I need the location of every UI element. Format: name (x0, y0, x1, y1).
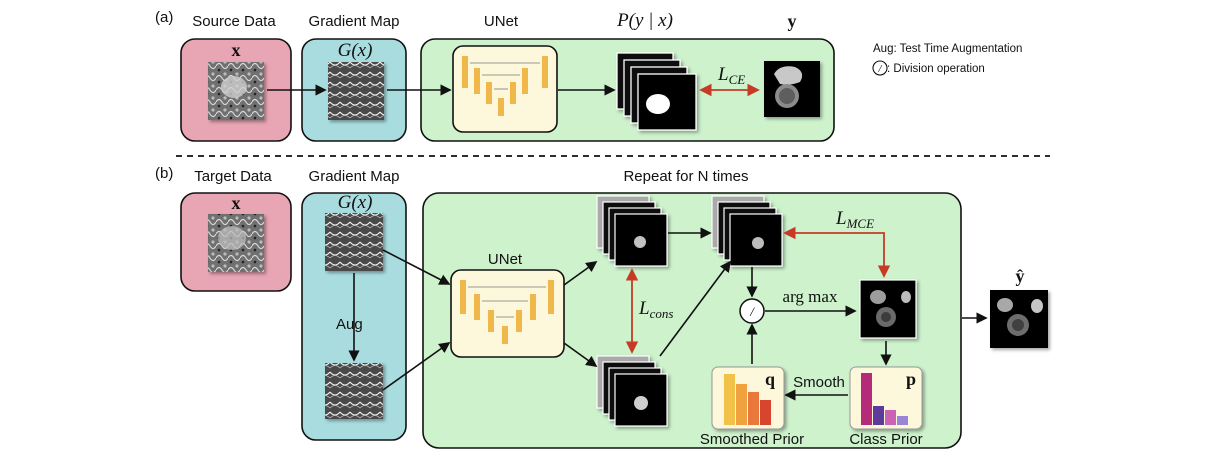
legend-aug: Aug: Test Time Augmentation (873, 43, 1022, 55)
gradient-map-title-b: Gradient Map (309, 168, 400, 185)
smoothed-prior-bar (748, 392, 759, 425)
panel-b-tag: (b) (155, 165, 173, 182)
unet-title-a: UNet (484, 13, 519, 30)
unet-bar (460, 280, 466, 314)
prediction-stack-original (596, 195, 668, 267)
final-output-symbol: ŷ (1016, 266, 1025, 286)
unet-bar (510, 82, 516, 104)
ce-loss-label: LCE (717, 64, 745, 87)
ground-truth-image (764, 61, 820, 117)
arrow-gradient-to-unet-b (382, 249, 451, 285)
unet-bar (502, 326, 508, 344)
class-prior-bar (861, 373, 872, 425)
gt-region-1 (774, 66, 803, 85)
gradient-image-a (328, 62, 384, 120)
posterior-title: P(y | x) (616, 10, 673, 31)
final-region-2 (1031, 299, 1043, 313)
unet-bar (462, 56, 468, 88)
class-prior-bar (897, 416, 908, 425)
source-data-title: Source Data (192, 13, 276, 30)
division-symbol: / (749, 304, 755, 319)
legend-division-symbol: / (878, 64, 883, 75)
unet-bar (498, 98, 504, 116)
smoothed-prior-label: Smoothed Prior (700, 431, 804, 448)
class-prior-label: Class Prior (849, 431, 922, 448)
prob-map-blob (752, 237, 764, 249)
unet-bar (530, 294, 536, 320)
consistency-loss-label: Lcons (638, 298, 673, 321)
arrow-unet-to-stack-top (563, 261, 598, 286)
unet-bar (486, 82, 492, 104)
prob-map-blob (634, 396, 648, 410)
final-region-4 (1012, 319, 1024, 331)
mce-loss-label: LMCE (835, 208, 874, 231)
legend-division-icon (872, 60, 888, 76)
smooth-label: Smooth (793, 374, 845, 391)
argmax-region-4 (881, 312, 891, 322)
prob-map-blob (634, 236, 646, 248)
class-prior-bar (885, 410, 896, 425)
arrow-bottom-to-merged (659, 260, 732, 357)
smoothed-prior-bar (736, 384, 747, 425)
smoothed-prior-chart: q (711, 366, 785, 430)
target-image-heart (218, 226, 246, 250)
class-prior-bar (873, 406, 884, 425)
smoothed-prior-bar (724, 374, 735, 425)
gradient-map-title-a: Gradient Map (309, 13, 400, 30)
unet-bar (488, 310, 494, 332)
target-data-title: Target Data (194, 168, 272, 185)
final-region-1 (997, 298, 1013, 312)
arrow-unet-to-stack-bottom (563, 342, 598, 367)
unet-title-b: UNet (488, 251, 523, 268)
legend-division: : Division operation (887, 63, 985, 75)
argmax-output-image (859, 279, 917, 339)
prediction-stack-a (616, 52, 697, 131)
prob-map-front (614, 373, 668, 427)
label-y-title: y (788, 11, 797, 31)
prediction-stack-merged (711, 195, 783, 267)
smoothed-prior-bar (760, 400, 771, 425)
gradient-image-b-augmented (325, 363, 383, 419)
repeat-title: Repeat for N times (623, 168, 748, 185)
unet-bar (542, 56, 548, 88)
gradient-image-b-original (325, 213, 383, 271)
division-icon (739, 298, 765, 324)
class-prior-p: p (906, 369, 916, 389)
prediction-stack-augmented (596, 355, 668, 427)
unet-bar (474, 294, 480, 320)
arrow-mce-loss (783, 226, 891, 278)
class-prior-chart: p (849, 366, 923, 430)
gradient-gx-symbol-a: G(x) (338, 40, 373, 61)
argmax-region-2 (901, 291, 911, 303)
arrow-augmented-to-unet (382, 342, 451, 391)
aug-label: Aug (336, 316, 363, 333)
unet-bar (516, 310, 522, 332)
unet-block-b (450, 269, 565, 358)
gradient-gx-symbol-b: G(x) (338, 192, 373, 213)
unet-block-a (452, 45, 558, 133)
argmax-label: arg max (783, 287, 838, 306)
unet-body-b (450, 269, 565, 358)
unet-bar (548, 280, 554, 314)
unet-bar (522, 68, 528, 94)
final-output-image (990, 290, 1048, 348)
prob-map-blob (646, 94, 670, 114)
panel-a-tag: (a) (155, 9, 173, 26)
source-image-heart (221, 76, 247, 98)
source-x-symbol: x (232, 40, 241, 60)
target-x-symbol: x (232, 193, 241, 213)
gt-region-3 (779, 88, 795, 104)
smoothed-prior-q: q (765, 369, 775, 389)
argmax-region-1 (870, 290, 886, 304)
unet-bar (474, 68, 480, 94)
